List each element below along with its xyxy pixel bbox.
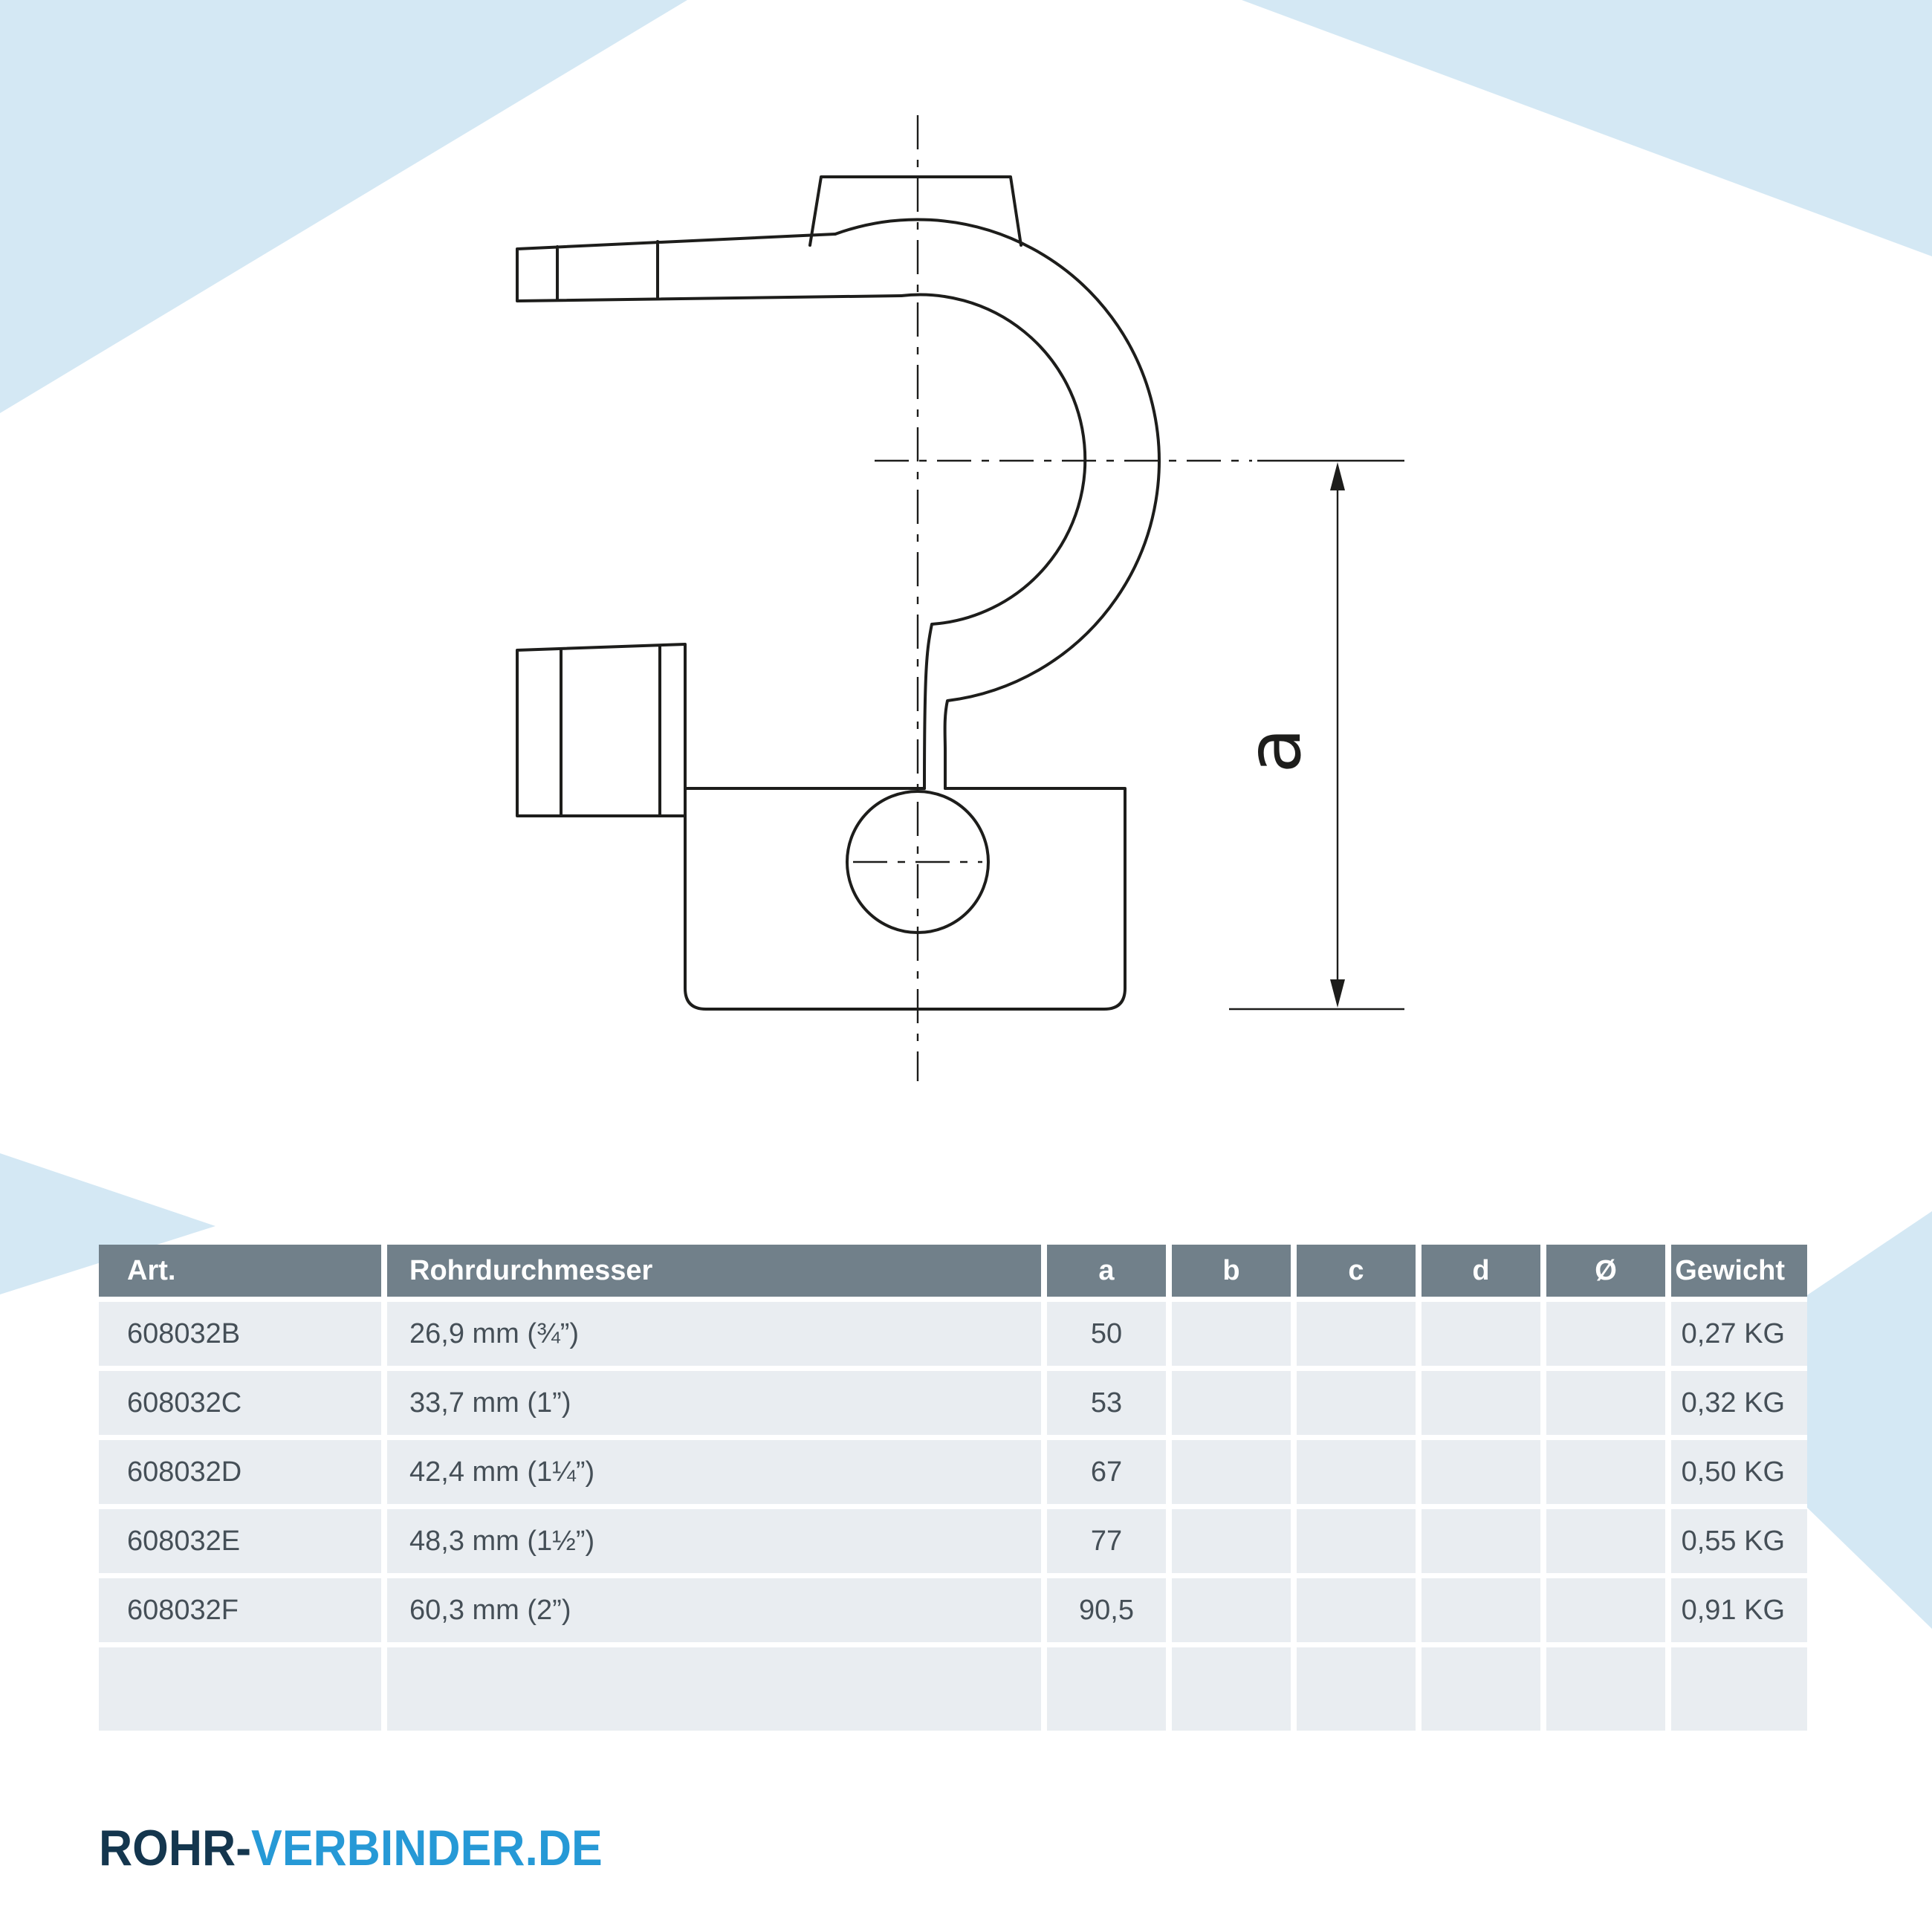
table-cell-d-row3 xyxy=(1422,1509,1540,1573)
table-cell-b-row1 xyxy=(1172,1371,1291,1435)
table-cell-empty-weight xyxy=(1671,1647,1807,1731)
table-cell-d-row2 xyxy=(1422,1440,1540,1504)
column-header-o: Ø xyxy=(1546,1245,1665,1297)
table-cell-diameter-row4: 60,3 mm (2”) xyxy=(387,1578,1041,1642)
table-cell-diameter-row3: 48,3 mm (1½”) xyxy=(387,1509,1041,1573)
table-cell-art-row3: 608032E xyxy=(99,1509,381,1573)
table-cell-b-row3 xyxy=(1172,1509,1291,1573)
table-cell-b-row4 xyxy=(1172,1578,1291,1642)
inner-hook-curve xyxy=(900,293,1087,790)
brand-logo-dark: ROHR- xyxy=(99,1820,252,1876)
outer-hook-curve xyxy=(834,218,1161,790)
table-cell-a-row2: 67 xyxy=(1047,1440,1166,1504)
table-cell-weight-row0: 0,27 KG xyxy=(1671,1302,1807,1366)
table-cell-a-row1: 53 xyxy=(1047,1371,1166,1435)
table-cell-a-row3: 77 xyxy=(1047,1509,1166,1573)
screw-boss xyxy=(808,175,1022,247)
table-cell-a-row4: 90,5 xyxy=(1047,1578,1166,1642)
table-cell-c-row2 xyxy=(1297,1440,1416,1504)
table-cell-d-row4 xyxy=(1422,1578,1540,1642)
column-header-diameter: Rohrdurchmesser xyxy=(387,1245,1041,1297)
table-cell-art-row2: 608032D xyxy=(99,1440,381,1504)
table-cell-c-row4 xyxy=(1297,1578,1416,1642)
bolt-hole xyxy=(846,790,990,934)
table-cell-art-row4: 608032F xyxy=(99,1578,381,1642)
table-cell-diameter-row0: 26,9 mm (¾”) xyxy=(387,1302,1041,1366)
table-cell-o-row3 xyxy=(1546,1509,1665,1573)
table-cell-empty-c xyxy=(1297,1647,1416,1731)
table-cell-o-row2 xyxy=(1546,1440,1665,1504)
table-cell-c-row0 xyxy=(1297,1302,1416,1366)
table-cell-a-row0: 50 xyxy=(1047,1302,1166,1366)
technical-drawing: a xyxy=(483,104,1412,1100)
table-cell-empty-a xyxy=(1047,1647,1166,1731)
column-header-a: a xyxy=(1047,1245,1166,1297)
base-block xyxy=(684,787,1127,1011)
table-cell-b-row2 xyxy=(1172,1440,1291,1504)
wedge-top-left xyxy=(0,0,687,413)
table-cell-empty-diameter xyxy=(387,1647,1041,1731)
table-cell-d-row0 xyxy=(1422,1302,1540,1366)
dimension-label: a xyxy=(1231,727,1317,773)
table-cell-o-row0 xyxy=(1546,1302,1665,1366)
column-header-d: d xyxy=(1422,1245,1540,1297)
brand-logo-light: VERBINDER.DE xyxy=(251,1820,603,1876)
brand-logo: ROHR-VERBINDER.DE xyxy=(99,1819,603,1877)
wedge-middle-left xyxy=(0,1153,215,1294)
column-header-art: Art. xyxy=(99,1245,381,1297)
table-cell-empty-o xyxy=(1546,1647,1665,1731)
table-cell-diameter-row2: 42,4 mm (1¼”) xyxy=(387,1440,1041,1504)
dim-extension-lines xyxy=(1229,459,1404,1011)
dim-arrow-top xyxy=(1330,462,1345,490)
table-cell-weight-row1: 0,32 KG xyxy=(1671,1371,1807,1435)
table-cell-weight-row3: 0,55 KG xyxy=(1671,1509,1807,1573)
upper-prong xyxy=(516,233,903,302)
table-cell-c-row3 xyxy=(1297,1509,1416,1573)
wedge-top-right xyxy=(1242,0,1932,256)
dim-arrow-bottom xyxy=(1330,979,1345,1008)
table-cell-art-row1: 608032C xyxy=(99,1371,381,1435)
column-header-weight: Gewicht xyxy=(1671,1245,1807,1297)
table-cell-diameter-row1: 33,7 mm (1”) xyxy=(387,1371,1041,1435)
lower-prong xyxy=(516,643,687,817)
table-cell-art-row0: 608032B xyxy=(99,1302,381,1366)
column-header-b: b xyxy=(1172,1245,1291,1297)
table-cell-empty-b xyxy=(1172,1647,1291,1731)
table-cell-o-row1 xyxy=(1546,1371,1665,1435)
column-header-c: c xyxy=(1297,1245,1416,1297)
table-cell-empty-d xyxy=(1422,1647,1540,1731)
table-cell-o-row4 xyxy=(1546,1578,1665,1642)
table-cell-d-row1 xyxy=(1422,1371,1540,1435)
table-cell-c-row1 xyxy=(1297,1371,1416,1435)
table-cell-empty-art xyxy=(99,1647,381,1731)
table-cell-weight-row4: 0,91 KG xyxy=(1671,1578,1807,1642)
table-cell-weight-row2: 0,50 KG xyxy=(1671,1440,1807,1504)
table-cell-b-row0 xyxy=(1172,1302,1291,1366)
